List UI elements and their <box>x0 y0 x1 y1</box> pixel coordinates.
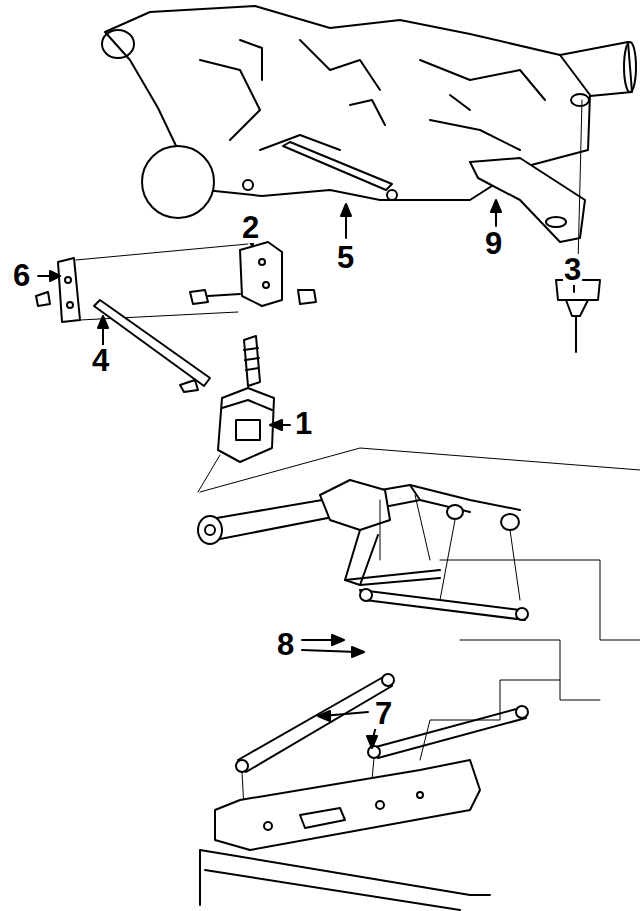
bracket-plate <box>58 258 80 322</box>
crossmember-bar <box>283 142 392 190</box>
mount-bracket <box>240 242 282 306</box>
callout-number: 9 <box>484 228 503 259</box>
strut-rod <box>94 300 210 386</box>
callout-number: 7 <box>374 698 393 729</box>
callout-number: 4 <box>91 345 110 376</box>
callout-number: 1 <box>294 408 313 439</box>
callout-number: 5 <box>336 242 355 273</box>
engine-mount <box>218 388 274 462</box>
callout-number: 8 <box>276 629 295 660</box>
rear-axle-drawing <box>198 448 640 910</box>
callout-number: 2 <box>241 212 260 243</box>
callout-number: 3 <box>563 254 582 285</box>
callout-number: 6 <box>12 260 31 291</box>
